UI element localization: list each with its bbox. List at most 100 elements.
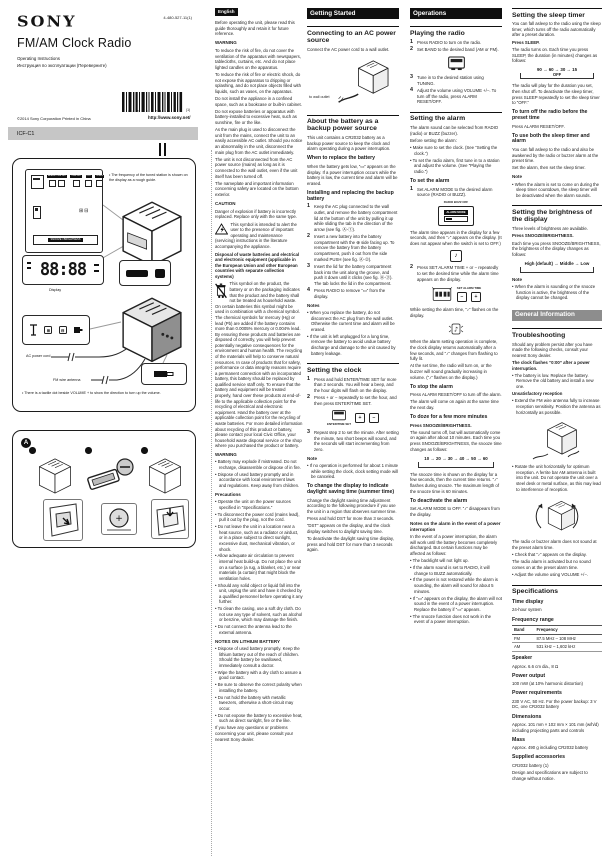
bullet-item: • Adjust the volume using VOLUME +/−. [512, 572, 589, 578]
bottom-panel-diagram [141, 363, 187, 385]
bullet-item: • Make sure to set the clock. (See “Sett… [410, 145, 498, 156]
paragraph: Three levels of brightness are available… [512, 226, 588, 232]
bullet-item: • Allow adequate air circulation to prev… [215, 553, 301, 581]
band-switch-icon [33, 206, 41, 219]
display-caption: Display [49, 288, 62, 292]
tuning-control-icon: ⊞⊟ [79, 208, 90, 214]
volume-rocker-icon [126, 270, 148, 277]
set-alarm-time-keys: SET ALARM TIME−+ [457, 287, 481, 303]
bullet-item: • Be sure to observe the correct polarit… [215, 682, 302, 693]
plus-button-icon: + [354, 413, 365, 424]
minus-button-icon: − [457, 292, 467, 303]
step-number: 1 [410, 185, 413, 192]
step-text: Repeat step 2 to set the minute. After s… [314, 430, 399, 452]
bullet-item: • The battery is low. Replace the batter… [512, 372, 594, 389]
time-set-button-icon [72, 180, 80, 187]
paragraph: Connect the AC power cord to a wall outl… [307, 46, 390, 52]
radio-front-illustration [115, 195, 189, 274]
paragraph: Press and hold DST for more than 3 secon… [307, 516, 395, 522]
step-text: Press + or − repeatedly to set the hour,… [314, 395, 397, 406]
step-text: Tune in to the desired station using TUN… [417, 74, 484, 86]
cycle-values: High (default) → Middle → Low [524, 260, 590, 266]
paragraph: At the set time, the radio will turn on,… [410, 363, 492, 380]
sleep-label: SLEEP [95, 175, 105, 178]
dst-label: DST [85, 175, 92, 178]
section-heading: Specifications [512, 584, 602, 596]
paragraph: The alarm time appears in the display fo… [410, 229, 502, 246]
paragraph: The alarm will come on again at the same… [410, 399, 499, 410]
paragraph: To reduce the risk of fire or electric s… [215, 71, 301, 94]
step-text: Press RADIO to remove “▭” from the displ… [314, 288, 386, 300]
minor-heading: Note [307, 455, 317, 461]
bullet-item: • If “▭” appears on the display, the ala… [410, 595, 502, 612]
dst-button-icon [85, 180, 93, 187]
paragraph: When the battery gets low, “▭” appears o… [307, 163, 398, 186]
icon-paragraph-text: This symbol is intended to alert the use… [215, 221, 297, 249]
language-tag-wrap: English [215, 8, 303, 18]
enter-time-set-label: ENTER/TIME SET [327, 421, 351, 426]
step-1-marker [29, 447, 36, 454]
sony-url: http://www.sony.net/ [148, 115, 191, 120]
barcode-mark: (1) [186, 108, 191, 112]
language-tag: English [215, 8, 238, 16]
paragraph: Before setting the alarm: [410, 138, 457, 144]
bullet-item: • Do not connect the antenna lead to the… [215, 624, 292, 635]
bold-paragraph: Press SNOOZE/BRIGHTNESS. [410, 422, 472, 428]
paragraph: 100 mW (at 10% harmonic distortion) [512, 681, 583, 687]
clock-digits: 88:88 [39, 259, 87, 281]
table-header-cell: Frequency [534, 625, 602, 635]
paragraph: When the alarm setting operation is comp… [410, 339, 498, 362]
step-number: 4 [410, 87, 413, 94]
barcode [122, 92, 184, 118]
time-set-label: TIME SET [70, 175, 83, 178]
snooze-brightness-label: SNOOZE / BRIGHTNESS [47, 237, 84, 243]
icon-paragraph: This symbol on the product, the battery … [215, 281, 303, 448]
minor-heading: WARNING [215, 40, 237, 46]
sub-heading: Time display [512, 598, 544, 605]
step-number: 2 [410, 264, 413, 271]
sub-heading: Installing and replacing the backup batt… [307, 189, 394, 202]
bullet-item: • Do not hold the battery with metallic … [215, 694, 294, 711]
step-number: 1 [307, 375, 310, 382]
fold-line [211, 150, 212, 856]
paragraph: Danger of explosion if battery is incorr… [215, 208, 297, 220]
paragraph: Approx. 490 g including CR2032 battery [512, 745, 589, 751]
step-number: 2 [410, 46, 413, 53]
model-bar: ICF-C1 [8, 127, 198, 140]
cycle-diagram: 10 → 20 → 30 → 40 → 50 → 60 [414, 456, 498, 468]
bullet-item: • When the alarm is sounding or the snoo… [512, 284, 596, 301]
figure-rotate-unit [512, 496, 602, 536]
alarm-mode-switch-icon: ALARM MODE [438, 206, 474, 227]
subtitle-operating-instructions: Operating Instructions [17, 56, 60, 61]
model-number: ICF-C1 [17, 130, 35, 137]
alarm-plus-button-icon [58, 180, 66, 187]
paragraph: Should any problem persist after you hav… [512, 341, 593, 358]
fm-wire-antenna-label: FM wire antenna [53, 378, 81, 382]
cycle-values: 90 → 60 → 30 → 15 [536, 67, 578, 73]
bullet-item: • Rotate the unit horizontally for optim… [512, 464, 601, 492]
figure-radio-front [410, 56, 502, 71]
paragraph: In the event of a power interruption, th… [410, 534, 498, 556]
sub-heading: Speaker [512, 655, 533, 662]
figure-antenna-extend [512, 419, 602, 461]
cycle-values: 10 → 20 → 30 → 40 → 50 → 60 [424, 455, 488, 461]
registration-mark [164, 143, 166, 156]
sub-heading: To turn off the radio before the preset … [512, 109, 588, 122]
ac-power-cord-label: AC power cord [26, 354, 51, 358]
paragraph: To deactivate the daylight saving time d… [307, 536, 394, 553]
alarm-reset-button-icon [155, 269, 165, 278]
set-alarm-buttons: −+ [457, 292, 481, 303]
battery-lid-icon [154, 371, 174, 377]
alarm-time-set-label: ALARM TIME SET [47, 175, 68, 178]
section-heading: Troubleshooting [512, 328, 602, 339]
sub-heading: To deactivate the alarm [410, 497, 468, 504]
